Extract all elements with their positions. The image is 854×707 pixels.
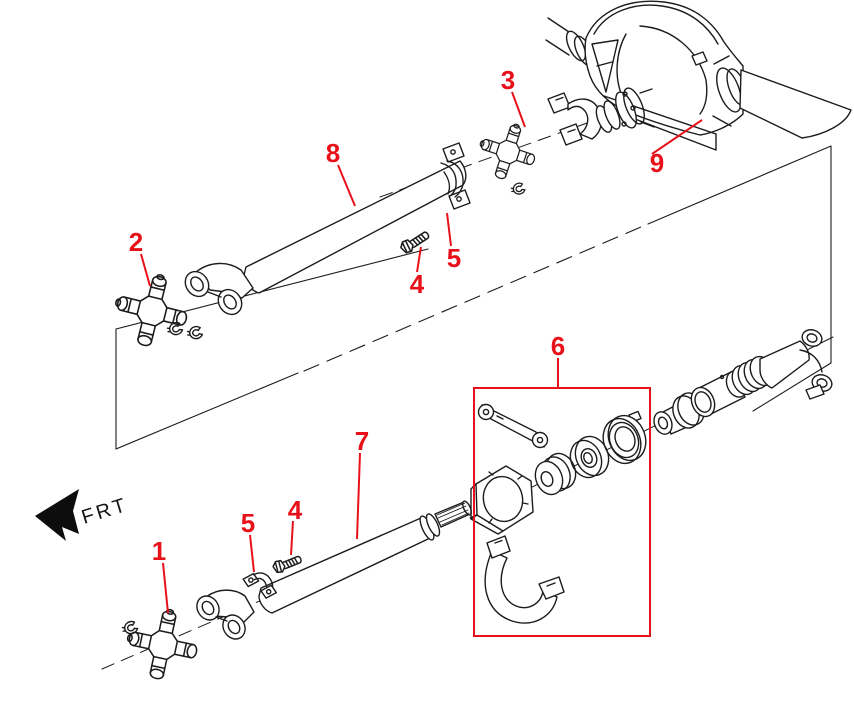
center-bearing-group [470, 403, 647, 624]
callout-5a-leader [446, 212, 452, 247]
u-joint-3 [471, 114, 544, 188]
frt-direction-indicator: FRT [35, 489, 131, 541]
callout-9-leader [651, 119, 703, 155]
u-joint-2 [106, 265, 196, 355]
callout-7-leader [356, 452, 361, 540]
frt-arrow-icon [35, 489, 79, 541]
pinion-yoke-flange [547, 87, 655, 146]
snap-ring-3 [509, 181, 527, 197]
callout-8-leader [337, 164, 356, 207]
frt-label: FRT [79, 494, 131, 529]
bolt-top [398, 227, 432, 256]
rear-axle-housing [545, 0, 852, 151]
snap-ring-2 [185, 324, 204, 341]
rear-propeller-shaft [184, 160, 467, 316]
callout-3-leader [511, 91, 526, 128]
callout-1-leader [162, 562, 169, 614]
callout-4b-leader [290, 520, 294, 556]
slip-yoke-and-bushings [653, 329, 833, 435]
callout-4a-leader [416, 246, 422, 273]
rear-shaft-strap-bracket [440, 142, 471, 210]
highlight-box-part6 [473, 387, 651, 637]
callout-5b-leader [249, 534, 255, 573]
annotation-layer [140, 91, 703, 637]
front-propeller-shaft [196, 500, 472, 640]
callout-2-leader [140, 253, 151, 287]
u-joint-1 [119, 601, 205, 687]
